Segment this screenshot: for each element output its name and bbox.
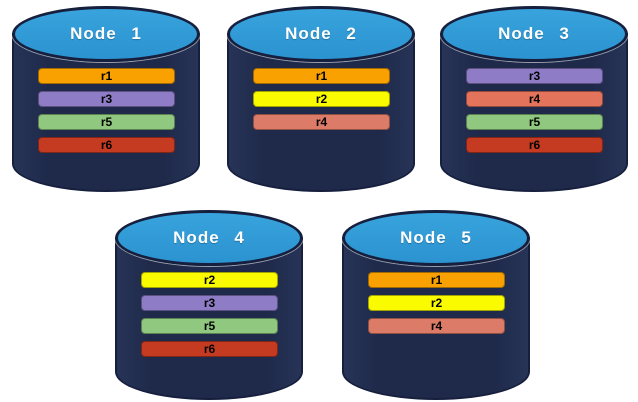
replica-bar-r3: r3 [141, 295, 278, 311]
replica-label: r3 [528, 69, 541, 83]
replica-label: r6 [528, 138, 541, 152]
replica-label: r2 [203, 273, 216, 287]
replica-bar-r1: r1 [253, 68, 390, 84]
replica-bar-r4: r4 [368, 318, 505, 334]
node-4-cylinder-top: Node 4 [115, 210, 303, 266]
node-3-title: Node 3 [498, 24, 570, 43]
replica-bar-r2: r2 [368, 295, 505, 311]
node-2: Node 2 r1 r2 r4 [227, 6, 415, 192]
replica-label: r5 [203, 319, 216, 333]
replica-bar-r4: r4 [466, 91, 603, 107]
replica-bar-r5: r5 [141, 318, 278, 334]
replica-label: r6 [203, 342, 216, 356]
replica-label: r4 [528, 92, 541, 106]
replica-label: r6 [100, 138, 113, 152]
replica-label: r1 [430, 273, 443, 287]
replica-label: r4 [430, 319, 443, 333]
replica-label: r4 [315, 115, 328, 129]
replica-bar-r5: r5 [466, 114, 603, 130]
replica-label: r1 [100, 69, 113, 83]
replica-bar-r1: r1 [38, 68, 175, 84]
replica-label: r1 [315, 69, 328, 83]
node-3: Node 3 r3 r4 r5 r6 [440, 6, 628, 192]
replica-label: r2 [430, 296, 443, 310]
replica-label: r2 [315, 92, 328, 106]
node-1-cylinder-top: Node 1 [12, 6, 200, 62]
node-5-cylinder-top: Node 5 [342, 210, 530, 266]
replica-bar-r6: r6 [466, 137, 603, 153]
node-1-title: Node 1 [70, 24, 142, 43]
node-4-replica-list: r2 r3 r5 r6 [141, 272, 278, 357]
node-1: Node 1 r1 r3 r5 r6 [12, 6, 200, 192]
replica-bar-r3: r3 [466, 68, 603, 84]
node-3-cylinder-top: Node 3 [440, 6, 628, 62]
replica-bar-r6: r6 [38, 137, 175, 153]
node-2-title: Node 2 [285, 24, 357, 43]
replica-bar-r5: r5 [38, 114, 175, 130]
replica-bar-r2: r2 [141, 272, 278, 288]
node-2-cylinder-top: Node 2 [227, 6, 415, 62]
replica-bar-r3: r3 [38, 91, 175, 107]
replica-label: r3 [100, 92, 113, 106]
node-4-title: Node 4 [173, 228, 245, 247]
replica-label: r5 [528, 115, 541, 129]
replica-bar-r1: r1 [368, 272, 505, 288]
replica-bar-r2: r2 [253, 91, 390, 107]
node-3-replica-list: r3 r4 r5 r6 [466, 68, 603, 153]
replica-bar-r6: r6 [141, 341, 278, 357]
replica-label: r5 [100, 115, 113, 129]
node-2-replica-list: r1 r2 r4 [253, 68, 390, 130]
node-5-title: Node 5 [400, 228, 472, 247]
replica-bar-r4: r4 [253, 114, 390, 130]
node-5: Node 5 r1 r2 r4 [342, 210, 530, 400]
node-1-replica-list: r1 r3 r5 r6 [38, 68, 175, 153]
replica-label: r3 [203, 296, 216, 310]
node-5-replica-list: r1 r2 r4 [368, 272, 505, 334]
node-4: Node 4 r2 r3 r5 r6 [115, 210, 303, 400]
